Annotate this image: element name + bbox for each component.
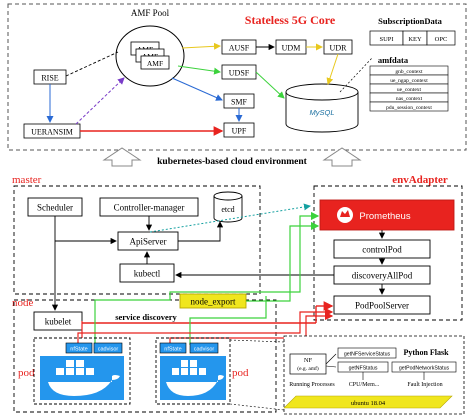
ueransim-label: UERANSIM [31,128,73,137]
pod-2-nfstate-tag [159,342,187,354]
amfdata-field: gnb_context [395,69,423,75]
subscription-field-key: KEY [408,36,422,43]
pod-label-right: pod [232,367,249,379]
amf-to-ausf-arrow [181,42,221,50]
udr-to-db-arrow [326,53,339,85]
controller-manager-label: Controller-manager [114,203,185,213]
subscription-data-title: SubscriptionData [378,16,443,26]
pod-label-left: pod [18,367,35,379]
udsf-label: UDSF [229,69,250,78]
node-export-label: node_export [191,297,236,307]
amfdata-field: ue_ngap_context [390,78,428,84]
get-pod-network-status-label: getPodNetworkStatus [399,366,450,372]
stateless-5g-core-title: Stateless 5G Core [245,13,336,27]
nf-to-status-link [325,365,337,368]
amfdata-field: pdu_session_context [386,105,432,111]
running-processes-label: Running Processes [289,382,335,388]
kubernetes-env-label: kubernetes-based cloud environment [157,157,308,167]
pod1-nfstate-to-podpool-arrow [77,307,334,346]
amf-pool-label: AMF Pool [131,8,170,18]
pod-1-cadvisor-label: cadvisor [98,347,119,353]
amfdata-field: nas_context [396,96,423,102]
udsf-to-db-arrow [255,71,285,99]
amf-to-udsf-arrow [177,65,221,75]
kubectl-label: kubectl [134,269,161,279]
ubuntu-os-bar [283,395,453,409]
etcd-label: etcd [221,205,234,214]
pod-1-nfstate-label: nfState [70,347,87,353]
rise-to-amf-link [65,51,119,77]
subscription-data-table: SUPI KEY OPC [369,30,456,46]
mysql-database-icon: MySQL [285,83,359,133]
pod-2-frame [155,337,231,405]
apiserver-to-etcd-arrow [178,221,224,242]
prometheus-label: Prometheus [359,211,410,222]
amfdata-field: ue_context [397,87,422,93]
python-flask-title: Python Flask [403,348,449,357]
amfdata-table: gnb_context ue_ngap_context ue_context n… [369,65,449,112]
docker-whale-icon [160,356,226,400]
get-nf-service-status-label: getNFServiceStatus [344,352,391,358]
ausf-label: AUSF [229,44,250,53]
scheduler-label: Scheduler [37,203,73,213]
udr-label: UDR [330,44,348,53]
upf-box [223,122,255,138]
amfdata-title: amfdata [378,55,409,65]
etcd-database-icon: etcd [213,191,243,223]
upf-label: UPF [232,127,247,136]
pod-1-nfstate-tag [65,342,93,354]
docker-whale-icon [40,356,124,400]
get-nf-status-label: getNFStatus [349,366,378,372]
ueransim-to-amf-arrow [75,77,125,125]
up-arrow-right-icon [322,147,362,167]
node-export-to-prometheus-arrow [246,221,320,302]
env-adapter-frame [313,185,463,321]
zoom-leader-bottom [229,403,285,411]
env-adapter-label: envAdapter [392,174,448,186]
discovery-all-pod-label: discoveryAllPod [352,271,413,281]
master-frame [13,185,261,295]
service-discovery-label: service discovery [115,312,177,322]
pod-1-frame [33,337,131,405]
node-label: node [12,297,34,309]
udsf-box [221,64,257,80]
pod-2-cadvisor-tag [189,342,219,354]
pod-pool-server-label: PodPoolServer [355,301,409,311]
pod-2-nfstate-label: nfState [164,347,181,353]
master-label: master [12,174,42,186]
pod-1-cadvisor-tag [93,342,123,354]
nf-sub-label: (e.g. amf) [297,365,319,372]
cadvisor-to-prometheus-arrow [94,211,320,345]
nf-label: NF [304,357,313,364]
cpu-mem-label: CPU/Mem... [349,382,380,388]
kubelet-label: kubelet [45,317,72,327]
node-frame [13,299,277,413]
zoom-leader-top [229,339,285,343]
ubuntu-os-label: ubuntu 18.04 [351,400,386,407]
subscription-field-supi: SUPI [379,36,393,43]
apiserver-label: ApiServer [130,237,167,247]
amf-label-3: AMF [147,59,163,68]
pod-2-cadvisor-label: cadvisor [194,347,215,353]
up-arrow-left-icon [102,147,142,167]
amf-box-3 [140,55,170,70]
pod-pool-server-box [333,295,431,315]
get-nf-service-status-box [337,347,397,359]
pod2-cadvisor-link [189,296,267,345]
prometheus-icon [337,207,353,223]
control-pod-label: controlPod [362,245,402,255]
amf-to-smf-arrow [171,77,223,101]
fault-injection-label: Fault Injection [407,382,442,388]
smf-label: SMF [231,98,248,107]
nf-to-service-link [325,353,337,365]
apiserver-to-prometheus-link [149,203,311,233]
mysql-logo-text: MySQL [309,108,334,117]
udm-label: UDM [282,44,301,53]
rise-label: RISE [41,74,58,83]
subscription-field-opc: OPC [435,36,448,43]
